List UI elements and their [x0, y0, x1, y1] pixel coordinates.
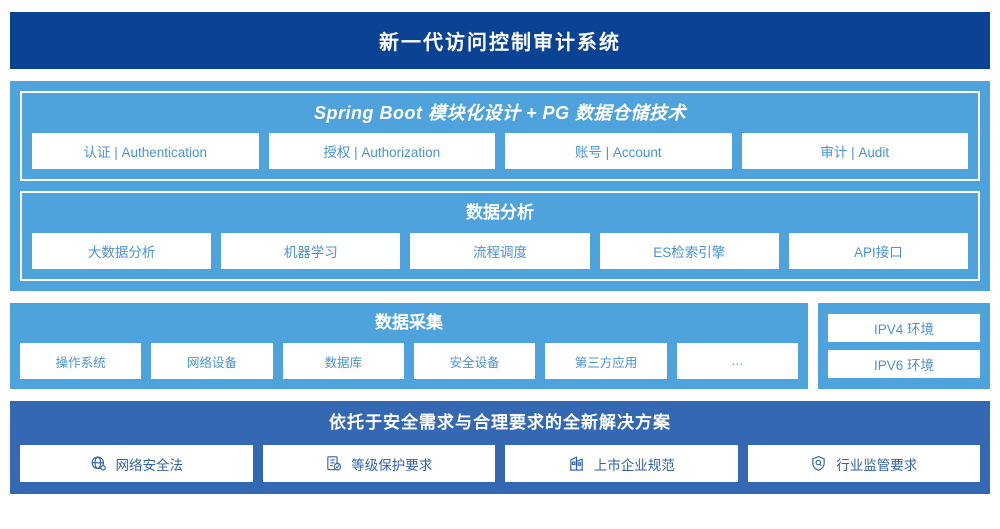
- compliance-section: 依托于安全需求与合理要求的全新解决方案 网络安全法: [10, 401, 990, 494]
- collection-title: 数据采集: [375, 313, 443, 332]
- compliance-title: 依托于安全需求与合理要求的全新解决方案: [329, 413, 671, 432]
- tile-listed-enterprise-norms[interactable]: 上市企业规范: [505, 445, 738, 482]
- collection-row: 数据采集 操作系统 网络设备 数据库 安全设备 第三方应用 … IPV4 环境 …: [10, 303, 990, 389]
- tile-audit[interactable]: 审计 | Audit: [741, 133, 968, 169]
- tile-security-device[interactable]: 安全设备: [413, 343, 536, 379]
- tile-operating-system[interactable]: 操作系统: [20, 343, 142, 379]
- tile-classified-protection-label: 等级保护要求: [351, 457, 433, 473]
- tile-api-interface[interactable]: API接口: [788, 233, 969, 269]
- tile-more-ellipsis[interactable]: …: [676, 343, 798, 379]
- shield-search-icon: [810, 455, 827, 472]
- tile-authentication[interactable]: 认证 | Authentication: [32, 133, 259, 169]
- compliance-tiles: 网络安全法 等级保护要求: [20, 445, 980, 482]
- tile-account[interactable]: 账号 | Account: [505, 133, 732, 169]
- tile-listed-enterprise-norms-label: 上市企业规范: [593, 457, 675, 473]
- group-spring-boot-tiles: 认证 | Authentication 授权 | Authorization 账…: [32, 133, 968, 169]
- group-spring-boot-title: Spring Boot 模块化设计 + PG 数据仓储技术: [313, 103, 686, 123]
- group-data-analysis: 数据分析 大数据分析 机器学习 流程调度 ES检索引擎 API接口: [20, 191, 980, 281]
- group-spring-boot: Spring Boot 模块化设计 + PG 数据仓储技术 认证 | Authe…: [20, 91, 980, 181]
- system-title-banner: 新一代访问控制审计系统: [10, 12, 990, 69]
- tile-classified-protection[interactable]: 等级保护要求: [262, 445, 495, 482]
- tile-third-party-application[interactable]: 第三方应用: [545, 343, 667, 379]
- tile-industry-supervision-label: 行业监管要求: [836, 457, 918, 473]
- group-data-analysis-title: 数据分析: [466, 203, 534, 222]
- collection-tiles: 操作系统 网络设备 数据库 安全设备 第三方应用 …: [20, 343, 798, 379]
- tile-process-scheduling[interactable]: 流程调度: [410, 233, 590, 269]
- tile-big-data-analysis[interactable]: 大数据分析: [32, 233, 212, 269]
- tile-industry-supervision[interactable]: 行业监管要求: [747, 445, 980, 482]
- tile-database[interactable]: 数据库: [282, 343, 404, 379]
- globe-network-icon: [90, 455, 107, 472]
- tile-machine-learning[interactable]: 机器学习: [221, 233, 401, 269]
- environment-section: IPV4 环境 IPV6 环境: [818, 303, 990, 389]
- tile-ipv4-environment[interactable]: IPV4 环境: [828, 314, 980, 342]
- page-title: 新一代访问控制审计系统: [379, 32, 621, 54]
- group-data-analysis-tiles: 大数据分析 机器学习 流程调度 ES检索引擎 API接口: [32, 233, 969, 269]
- tile-cybersecurity-law-label: 网络安全法: [115, 457, 184, 473]
- document-check-icon: [325, 455, 342, 472]
- tile-es-search-engine[interactable]: ES检索引擎: [599, 233, 779, 269]
- collection-section: 数据采集 操作系统 网络设备 数据库 安全设备 第三方应用 …: [10, 303, 808, 389]
- platform-section: Spring Boot 模块化设计 + PG 数据仓储技术 认证 | Authe…: [10, 81, 990, 291]
- tile-ipv6-environment[interactable]: IPV6 环境: [828, 350, 980, 378]
- tile-cybersecurity-law[interactable]: 网络安全法: [20, 445, 253, 482]
- office-building-icon: [568, 455, 585, 472]
- tile-authorization[interactable]: 授权 | Authorization: [268, 133, 495, 169]
- tile-network-device[interactable]: 网络设备: [151, 343, 273, 379]
